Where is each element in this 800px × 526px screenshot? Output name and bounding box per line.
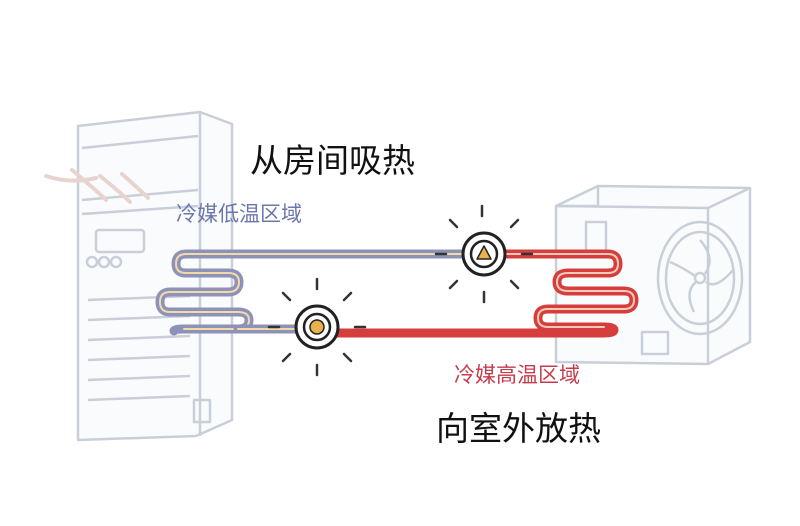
release-heat-label: 向室外放热 bbox=[436, 409, 601, 448]
outdoor-unit-icon bbox=[554, 184, 752, 366]
cold-pipe bbox=[155, 249, 467, 336]
compressor-valve-icon bbox=[434, 204, 534, 304]
expansion-valve-icon bbox=[267, 277, 367, 377]
hot-pipe bbox=[331, 249, 639, 338]
fan-icon bbox=[656, 220, 744, 336]
low-temp-zone-label: 冷媒低温区域 bbox=[176, 202, 302, 226]
high-temp-zone-label: 冷媒高温区域 bbox=[454, 363, 580, 387]
indoor-airflow-icon bbox=[44, 168, 150, 204]
absorb-heat-label: 从房间吸热 bbox=[250, 141, 415, 180]
indoor-unit-icon bbox=[76, 110, 234, 442]
